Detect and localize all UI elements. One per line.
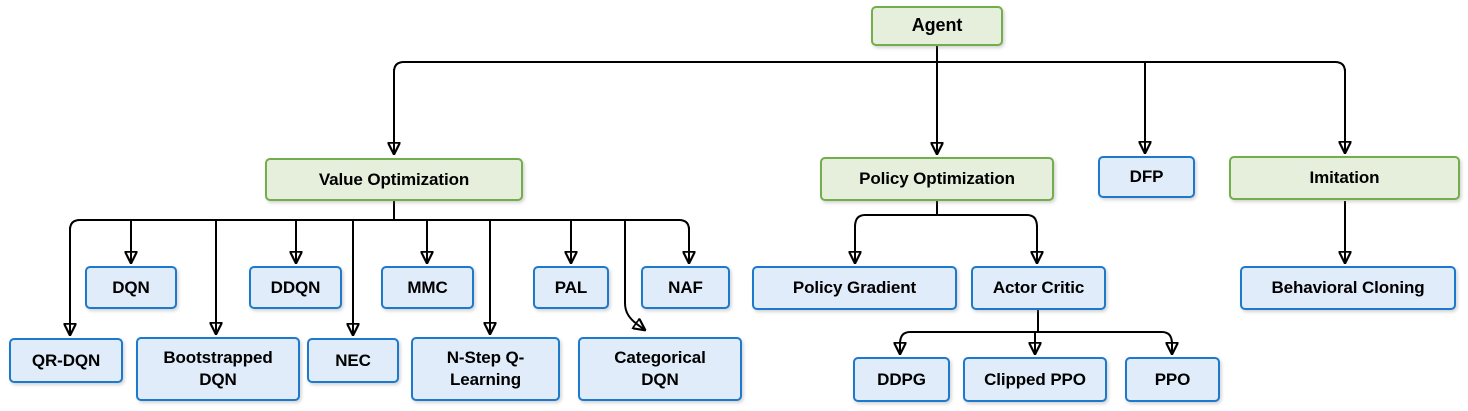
connector-rail-value-optimization xyxy=(69,219,690,231)
node-clipped-ppo: Clipped PPO xyxy=(963,357,1107,402)
node-naf: NAF xyxy=(641,266,730,309)
node-imitation: Imitation xyxy=(1229,156,1460,200)
node-ddpg: DDPG xyxy=(853,357,950,402)
connector-rail-policy-optimization xyxy=(854,214,1038,228)
connector-rail-agent xyxy=(393,61,1346,73)
node-value-optimization: Value Optimization xyxy=(265,158,523,201)
node-pal: PAL xyxy=(533,266,609,309)
node-behavioral-cloning: Behavioral Cloning xyxy=(1240,266,1456,310)
node-categorical-dqn: Categorical DQN xyxy=(578,337,742,401)
node-actor-critic: Actor Critic xyxy=(971,266,1106,310)
edge-value-optimization-categorical-dqn xyxy=(624,220,645,330)
node-nec: NEC xyxy=(307,338,399,383)
node-dfp: DFP xyxy=(1098,156,1195,198)
node-policy-gradient: Policy Gradient xyxy=(752,266,957,310)
node-policy-optimization: Policy Optimization xyxy=(820,157,1054,201)
node-agent: Agent xyxy=(871,6,1003,46)
node-bootstrapped-dqn: Bootstrapped DQN xyxy=(136,337,300,401)
node-n-step-q-learning: N-Step Q-Learning xyxy=(411,337,560,401)
node-mmc: MMC xyxy=(381,266,474,309)
node-ddqn: DDQN xyxy=(249,266,342,309)
node-ppo: PPO xyxy=(1125,357,1220,402)
node-dqn: DQN xyxy=(85,266,177,309)
node-qr-dqn: QR-DQN xyxy=(9,338,123,383)
